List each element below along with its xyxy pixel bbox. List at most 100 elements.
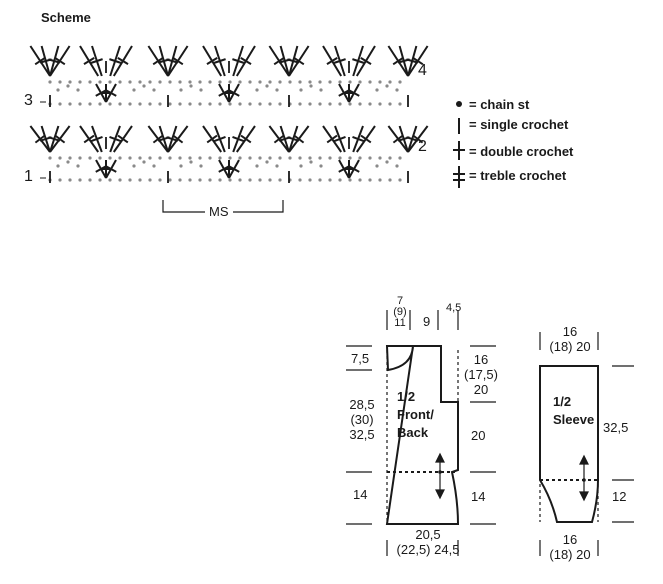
upper-fan-stitch-bar <box>54 56 66 66</box>
chain-stitch <box>88 102 92 106</box>
chain-stitch <box>179 88 183 92</box>
upper-fan-stitch-bar <box>412 56 424 66</box>
chain-stitch <box>228 156 232 160</box>
chain-stitch <box>188 80 192 84</box>
chain-stitch <box>309 160 313 164</box>
upper-fan-stitch-bar <box>206 134 218 144</box>
chain-stitch <box>68 102 72 106</box>
row-number-2: 2 <box>418 138 427 155</box>
upper-fan-stitch-bar <box>392 134 404 144</box>
chain-stitch <box>368 178 372 182</box>
chain-stitch <box>255 88 259 92</box>
chain-stitch <box>255 164 259 168</box>
chain-stitch <box>348 102 352 106</box>
upper-fan-stitch-bar <box>109 58 122 64</box>
chain-stitch <box>338 156 342 160</box>
chain-stitch <box>338 80 342 84</box>
chain-stitch <box>278 178 282 182</box>
neck-depth: 7,5 <box>351 351 370 366</box>
front-width-a: 20,5 <box>415 527 441 542</box>
chain-stitch <box>168 102 172 106</box>
chain-stitch <box>368 80 372 84</box>
chain-stitch <box>142 84 146 88</box>
chain-stitch <box>338 102 342 106</box>
chain-stitch <box>198 156 202 160</box>
chain-stitch <box>58 80 62 84</box>
chain-stitch <box>308 156 312 160</box>
upper-fan-stitch-bar <box>293 134 305 144</box>
chain-stitch <box>199 164 203 168</box>
upper-fan-stitch-bar <box>172 56 184 66</box>
chain-stitch <box>388 102 392 106</box>
chain-stitch <box>66 160 70 164</box>
chain-stitch <box>218 80 222 84</box>
chain-stitch <box>179 164 183 168</box>
chain-stitch <box>158 156 162 160</box>
upper-fan-stitch-bar <box>240 57 252 65</box>
sleeve-length: 32,5 <box>603 420 629 435</box>
sleeve-bottom-values: 16 (18) 20 <box>540 532 600 562</box>
chain-stitch <box>318 102 322 106</box>
upper-fan-stitch-bar <box>352 58 365 64</box>
upper-fan-stitch-bar <box>326 57 338 65</box>
chain-stitch <box>218 156 222 160</box>
upper-fan-stitch-bar <box>360 57 372 65</box>
chain-stitch <box>198 102 202 106</box>
upper-fan-stitch-bar <box>34 56 46 66</box>
chain-stitch <box>368 156 372 160</box>
chain-stitch <box>168 178 172 182</box>
chain-stitch <box>348 178 352 182</box>
chain-stitch <box>238 178 242 182</box>
chain-stitch <box>76 164 80 168</box>
chain-stitch <box>258 102 262 106</box>
body-length-b: (30) <box>350 412 374 427</box>
chain-stitch <box>288 80 292 84</box>
chain-stitch <box>148 156 152 160</box>
chain-stitch <box>189 160 193 164</box>
sleeve-top-values: 16 (18) 20 <box>540 324 600 354</box>
body-length-c: 32,5 <box>349 427 375 442</box>
chain-stitch <box>88 178 92 182</box>
chain-stitch <box>98 102 102 106</box>
chain-stitch <box>358 102 362 106</box>
chain-stitch <box>378 80 382 84</box>
legend-symbols <box>453 101 465 188</box>
chain-stitch <box>152 88 156 92</box>
chain-stitch <box>368 102 372 106</box>
chain-stitch <box>338 178 342 182</box>
chain-stitch <box>268 178 272 182</box>
scheme-title: Scheme <box>41 10 91 25</box>
chain-stitch <box>78 102 82 106</box>
upper-fan-stitch-bar <box>109 135 122 143</box>
chain-stitch <box>318 156 322 160</box>
upper-fan-stitch-bar <box>213 135 226 143</box>
chain-stitch <box>378 156 382 160</box>
chain-stitch <box>118 156 122 160</box>
chain-stitch <box>188 156 192 160</box>
neck-width-values: 7 (9) 11 <box>393 296 407 329</box>
lower-fan-stitch-bar <box>105 89 117 97</box>
sleeve-label: 1/2 Sleeve <box>553 394 595 427</box>
chain-stitch <box>385 84 389 88</box>
chain-stitch <box>228 178 232 182</box>
chain-stitch <box>265 160 269 164</box>
chain-stitch <box>238 156 242 160</box>
armhole-b: (17,5) <box>464 367 498 382</box>
chain-stitch <box>178 102 182 106</box>
chain-stitch <box>118 178 122 182</box>
chain-stitch <box>328 178 332 182</box>
chain-stitch <box>265 84 269 88</box>
sleeve-bottom-a: 16 <box>562 532 578 547</box>
chain-stitch <box>388 156 392 160</box>
upper-fan-stitch-bar <box>412 134 424 144</box>
chain-stitch <box>188 178 192 182</box>
chain-stitch <box>108 80 112 84</box>
chain-stitch <box>178 156 182 160</box>
chain-stitch <box>198 80 202 84</box>
shoulder-width: 9 <box>423 314 431 329</box>
upper-fan-stitch-bar <box>83 134 95 144</box>
sleeve-top-a: 16 <box>562 324 578 339</box>
chain-stitch <box>208 156 212 160</box>
